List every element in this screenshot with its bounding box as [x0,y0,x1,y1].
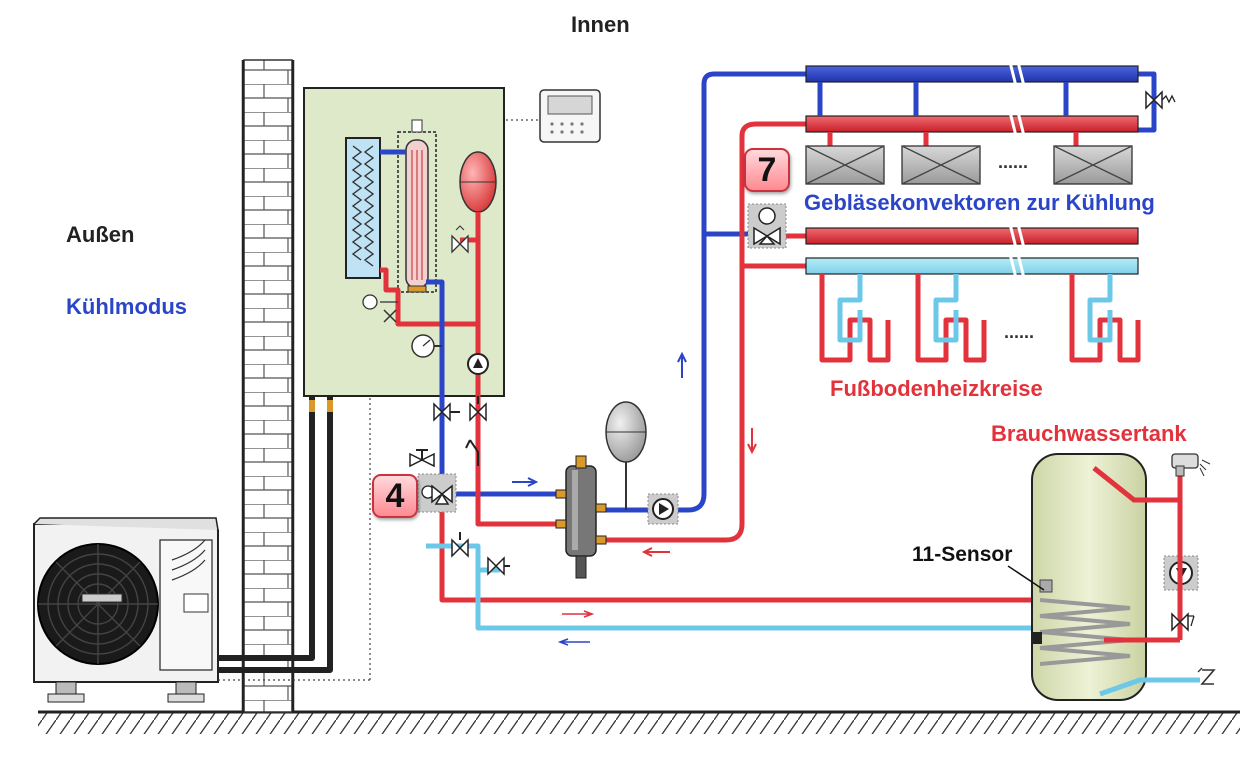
outside-label: Außen [66,222,135,247]
safety-valve-icon [451,225,469,254]
valve-icon [433,402,460,422]
hydraulic-separator [555,455,607,579]
controller [539,89,601,143]
hot-water-tank [1031,453,1200,701]
valve-icon [451,532,469,558]
floor-heating-label: Fußbodenheizkreise [830,376,1043,401]
floor-loop [1069,274,1141,363]
header-break-marks [1008,61,1026,279]
floor-loop [915,274,987,363]
drain-valve-icon [1197,667,1216,685]
indoor-unit-pipes [380,149,481,500]
fan-coil-headers [805,65,1139,146]
dhw-tank-label: Brauchwassertank [991,421,1187,446]
floor-heating-loops [819,274,1141,363]
fan-coil-units [805,145,1133,185]
pump-icon [467,353,489,375]
valve-icon [487,556,510,576]
expansion-vessel-external [605,401,647,463]
pump-icon [647,493,679,525]
pressure-gauge-icon [411,334,442,358]
brick-wall [241,59,295,713]
three-way-valve-7 [747,203,787,249]
check-valve-icon [1171,612,1195,632]
fan-coil-unit [1053,145,1133,185]
fan-coil-label: Gebläsekonvektoren zur Kühlung [804,190,1155,215]
floor-heating-headers [805,227,1139,275]
badge-7: 7 [744,148,790,192]
bypass-valve-icon [1145,90,1176,110]
flow-switch-icon [362,294,398,323]
flow-arrows [512,351,757,646]
sensor-label: 11-Sensor [912,543,1013,566]
ground [38,710,1240,734]
fan-coil-unit [805,145,885,185]
sensor-leader [1007,565,1045,591]
inside-label: Innen [571,12,630,37]
fan-coil-ellipsis: ...... [998,152,1029,172]
mode-label: Kühlmodus [66,294,187,319]
three-way-valve-4 [417,473,457,513]
strainer-icon [465,439,479,466]
tap-icon [1171,453,1211,477]
dotted-boundary [218,119,542,681]
valve-icon [469,396,487,422]
fan-coil-unit [901,145,981,185]
badge-4: 4 [372,474,418,518]
floor-loop [819,274,891,363]
floor-loop-ellipsis: ...... [1004,322,1035,342]
outdoor-unit [33,517,219,703]
valve-icon [409,449,435,468]
